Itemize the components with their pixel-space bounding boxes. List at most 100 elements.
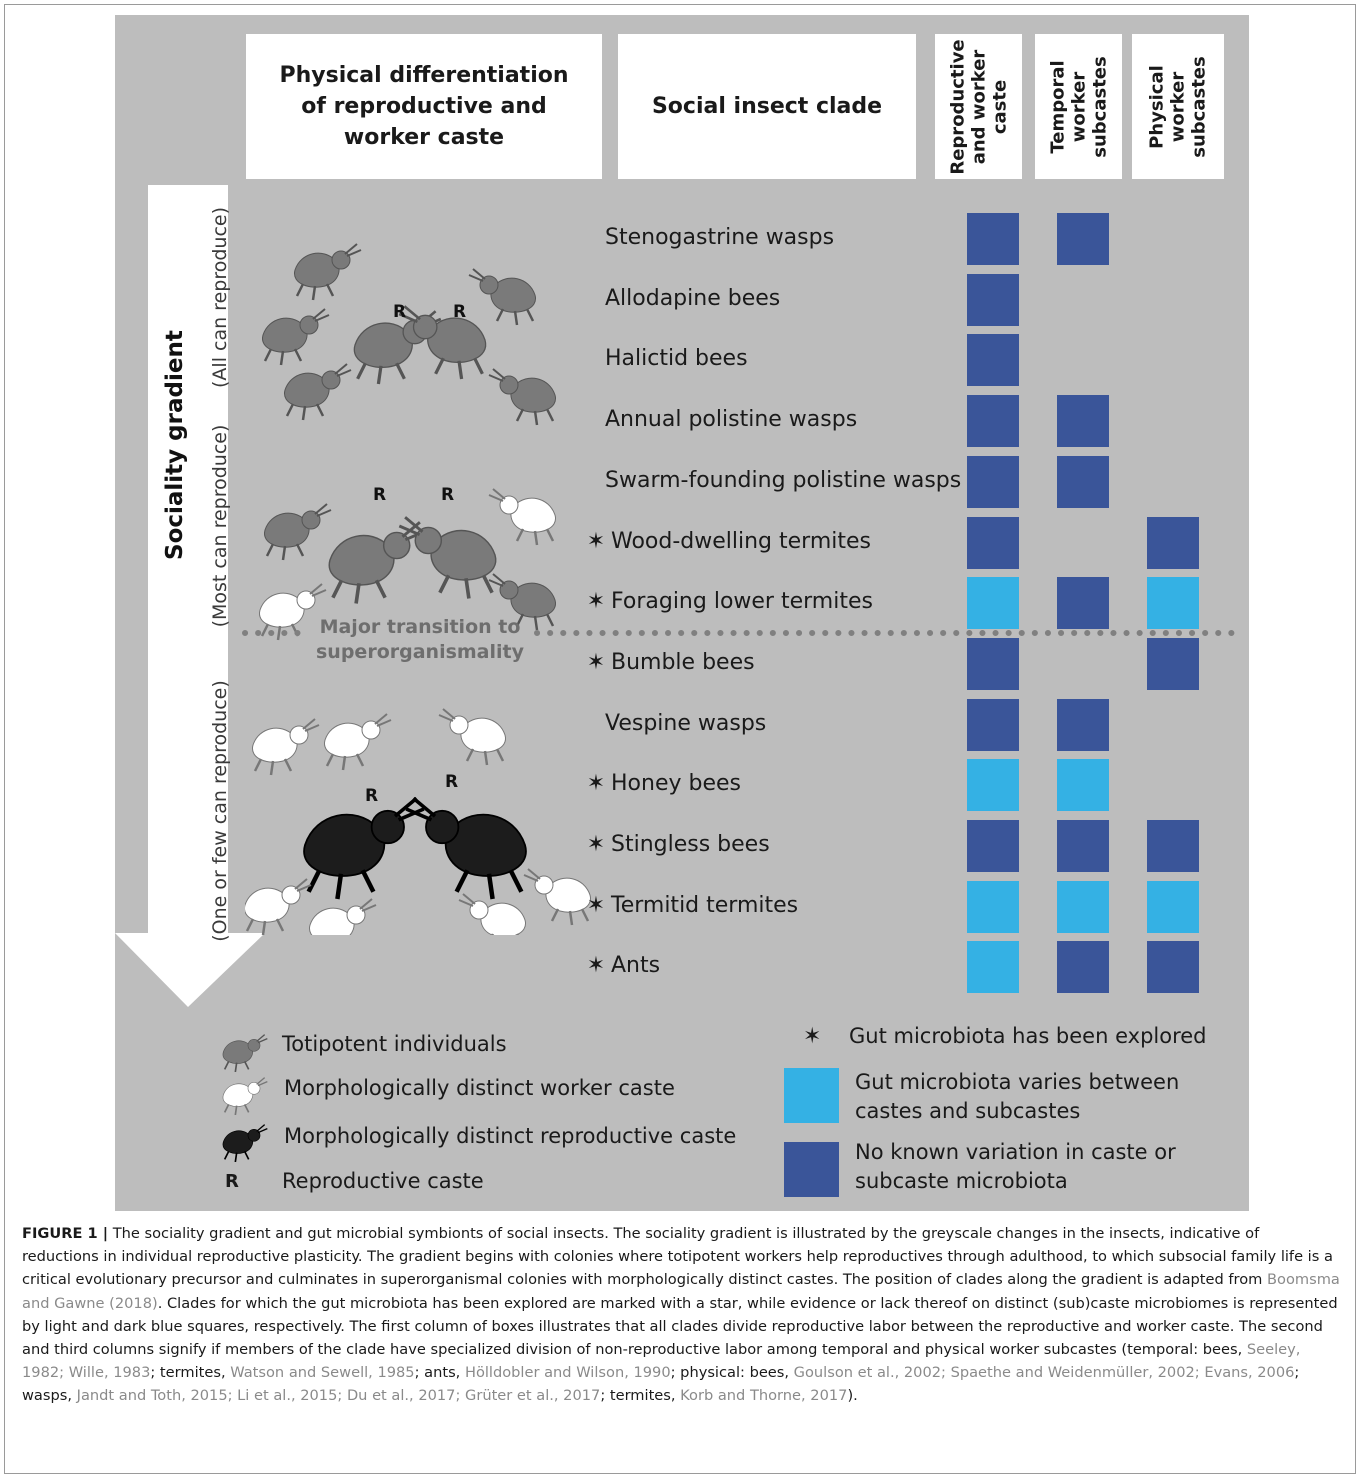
sociality-gradient-arrow: [115, 185, 265, 1007]
caption-reference-link[interactable]: Boomsma and Gawne (2018): [22, 1271, 1340, 1312]
star-icon: ✶: [586, 589, 606, 615]
dark-blue-square: [1057, 941, 1109, 994]
light-blue-square: [967, 759, 1019, 812]
legend-reproductive-icon: [222, 1123, 269, 1162]
caption-text: ; physical: bees,: [670, 1364, 794, 1382]
legend-dark-blue-square: [784, 1142, 839, 1197]
clade-name: Bumble bees: [611, 649, 755, 675]
caption-reference-link[interactable]: Goulson et al., 2002; Spaethe and Weiden…: [793, 1364, 1295, 1382]
transition-label-line1: Major transition to: [319, 616, 521, 638]
caption-text: The sociality gradient and gut microbial…: [22, 1225, 1333, 1289]
caption-reference-link[interactable]: Korb and Thorne, 2017: [680, 1387, 848, 1405]
legend-light-blue-square: [784, 1068, 839, 1123]
legend-reproductive-label: Morphologically distinct reproductive ca…: [284, 1124, 737, 1148]
clade-name: Wood-dwelling termites: [611, 528, 872, 554]
caption-text: ).: [847, 1387, 858, 1405]
dark-blue-square: [1147, 820, 1199, 872]
r-marker: R: [453, 302, 466, 322]
gradient-most-can-reproduce: (Most can reproduce): [209, 424, 231, 628]
caption-reference-link[interactable]: Jandt and Toth, 2015; Li et al., 2015; D…: [76, 1387, 601, 1405]
r-marker: R: [441, 485, 454, 505]
star-icon: ✶: [586, 953, 606, 979]
sociality-gradient-title: Sociality gradient: [162, 330, 188, 560]
dark-blue-square: [967, 698, 1019, 751]
gradient-one-or-few-can-reproduce: (One or few can reproduce): [209, 680, 231, 942]
header-physical-differentiation: Physical differentiation of reproductive…: [246, 34, 602, 179]
caption-reference-link[interactable]: Hölldobler and Wilson, 1990: [464, 1364, 671, 1382]
clade-name: Honey bees: [611, 771, 741, 797]
star-icon: ✶: [586, 892, 606, 918]
light-blue-square: [967, 577, 1019, 630]
dark-blue-square: [1057, 820, 1109, 872]
clade-name: Halictid bees: [605, 346, 748, 372]
r-marker: R: [445, 772, 458, 792]
dark-blue-square: [1147, 516, 1199, 569]
dark-blue-square: [1147, 637, 1199, 690]
legend-star-icon: ✶: [803, 1024, 822, 1049]
gradient-all-can-reproduce: (All can reproduce): [209, 207, 231, 388]
header-social-clade-text: Social insect clade: [651, 94, 883, 119]
dark-blue-square: [1057, 698, 1109, 751]
legend-totipotent-icon: [222, 1033, 269, 1072]
insect-illustration: R R R R R R: [245, 242, 592, 935]
light-blue-square: [967, 941, 1019, 994]
star-icon: ✶: [586, 832, 606, 857]
caption-reference-link[interactable]: Seeley, 1982; Wille, 1983: [22, 1341, 1301, 1382]
legend-totipotent-label: Totipotent individuals: [282, 1032, 507, 1056]
dark-blue-square: [967, 395, 1019, 448]
light-blue-square: [1147, 880, 1199, 933]
dark-blue-square: [1057, 577, 1109, 630]
clade-name: Stingless bees: [611, 832, 770, 857]
dark-blue-square: [967, 455, 1019, 508]
dark-blue-square: [967, 637, 1019, 690]
legend-r-label: Reproductive caste: [282, 1169, 484, 1193]
legend-star-label: Gut microbiota has been explored: [849, 1024, 1207, 1048]
caption-reference-link[interactable]: Watson and Sewell, 1985: [230, 1364, 415, 1382]
header-col-physical-text: Physical worker subcastes: [1146, 55, 1210, 158]
figure-caption: FIGURE 1 | The sociality gradient and gu…: [22, 1222, 1340, 1408]
dark-blue-square: [967, 516, 1019, 569]
dark-blue-square: [967, 213, 1019, 265]
legend-r-symbol: R: [225, 1171, 239, 1192]
star-icon: ✶: [586, 649, 606, 675]
header-physical-differentiation-text: Physical differentiation of reproductive…: [279, 63, 569, 150]
dark-blue-square: [967, 334, 1019, 387]
clade-name: Foraging lower termites: [611, 589, 873, 615]
transition-label: Major transition to superorganismality: [305, 615, 535, 665]
intermediate-insect-cluster: R R: [258, 485, 557, 642]
header-col-physical: Physical worker subcastes: [1132, 34, 1224, 179]
header-col-reproductive-worker-text: Reproductive and worker caste: [947, 38, 1010, 175]
star-icon: ✶: [586, 528, 606, 554]
dark-blue-square: [1147, 941, 1199, 994]
legend-worker-label: Morphologically distinct worker caste: [284, 1076, 675, 1100]
light-blue-square: [1057, 759, 1109, 812]
legend-dark-blue-label: No known variation in caste or subcaste …: [855, 1140, 1176, 1193]
r-marker: R: [393, 302, 406, 322]
transition-dotted-line: [242, 630, 1242, 636]
caption-text: ; termites,: [600, 1387, 681, 1405]
header-col-temporal-text: Temporal worker subcastes: [1047, 55, 1110, 158]
clade-name: Swarm-founding polistine wasps: [605, 467, 962, 493]
caption-figure-label: FIGURE 1 |: [22, 1225, 109, 1242]
totipotent-insect-cluster: R R: [261, 242, 557, 427]
header-social-clade: Social insect clade: [618, 34, 916, 179]
superorganism-insect-cluster: R R: [245, 707, 592, 935]
header-col-temporal: Temporal worker subcastes: [1035, 34, 1122, 179]
dark-blue-square: [1057, 213, 1109, 265]
star-icon: ✶: [586, 771, 606, 797]
light-blue-square: [1057, 880, 1109, 933]
clade-name: Termitid termites: [611, 892, 799, 918]
figure-frame: [4, 4, 1356, 1474]
r-marker: R: [365, 786, 378, 806]
caption-text: . Clades for which the gut microbiota ha…: [22, 1294, 1338, 1359]
caption-text: ; termites,: [150, 1364, 231, 1382]
caption-text: ; ants,: [414, 1364, 465, 1382]
transition-label-line2: superorganismality: [316, 641, 524, 663]
dark-blue-square: [967, 820, 1019, 872]
header-col-reproductive-worker: Reproductive and worker caste: [935, 34, 1022, 179]
clade-name: Annual polistine wasps: [605, 407, 858, 433]
clade-name: Ants: [611, 953, 661, 979]
figure-panel: Physical differentiation of reproductive…: [115, 15, 1249, 1211]
light-blue-square: [967, 880, 1019, 933]
clade-name: Vespine wasps: [605, 710, 767, 736]
